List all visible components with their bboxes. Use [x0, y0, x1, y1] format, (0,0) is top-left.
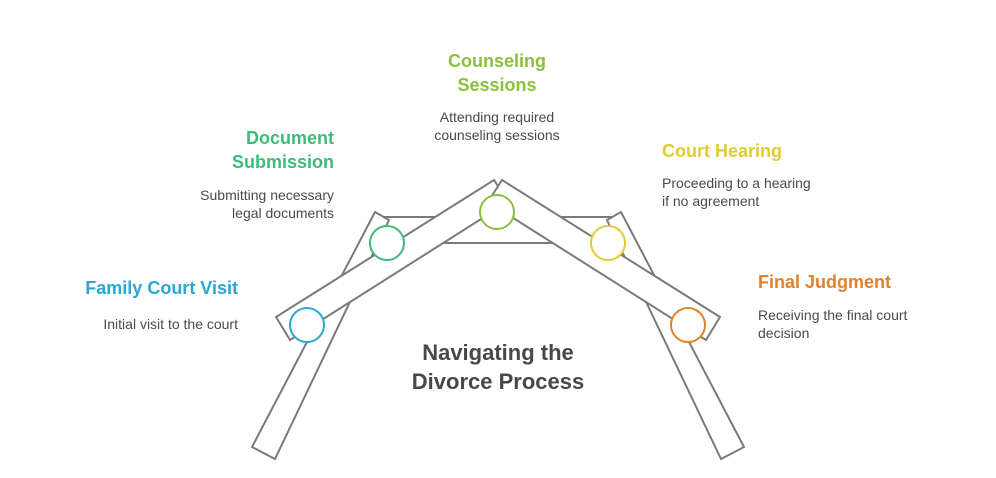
step-desc-line: decision [758, 325, 810, 341]
step-desc-counseling-sessions: Attending required counseling sessions [397, 108, 597, 144]
step-marker-counseling-sessions [479, 194, 515, 230]
step-title-line: Submission [231, 152, 334, 172]
step-title-line: Final Judgment [758, 272, 892, 292]
step-desc-line: Receiving the final court [758, 307, 908, 323]
step-title-counseling-sessions: Counseling Sessions [397, 49, 597, 97]
step-title-line: Sessions [457, 75, 537, 95]
step-marker-family-court-visit [289, 307, 325, 343]
step-title-document-submission: Document Submission [134, 126, 334, 174]
step-marker-court-hearing [590, 225, 626, 261]
step-desc-line: if no agreement [662, 193, 760, 209]
diagram-title-line: Divorce Process [411, 369, 585, 394]
step-title-line: Document [245, 128, 334, 148]
step-desc-line: Attending required [439, 109, 555, 125]
step-desc-line: Proceeding to a hearing [662, 175, 811, 191]
step-desc-line: Initial visit to the court [103, 316, 238, 332]
step-title-court-hearing: Court Hearing [662, 139, 882, 163]
step-desc-line: counseling sessions [434, 127, 560, 143]
step-marker-final-judgment [670, 307, 706, 343]
step-title-family-court-visit: Family Court Visit [38, 276, 238, 300]
step-desc-final-judgment: Receiving the final court decision [758, 306, 978, 342]
diagram-title: Navigating the Divorce Process [378, 338, 618, 396]
step-title-line: Family Court Visit [85, 278, 238, 298]
diagram-title-line: Navigating the [422, 340, 574, 365]
step-title-line: Counseling [448, 51, 546, 71]
step-desc-line: Submitting necessary [200, 187, 334, 203]
step-title-final-judgment: Final Judgment [758, 270, 978, 294]
step-title-line: Court Hearing [662, 141, 783, 161]
step-desc-court-hearing: Proceeding to a hearing if no agreement [662, 174, 882, 210]
step-marker-document-submission [369, 225, 405, 261]
step-desc-document-submission: Submitting necessary legal documents [134, 186, 334, 222]
step-desc-family-court-visit: Initial visit to the court [38, 315, 238, 333]
step-desc-line: legal documents [232, 205, 334, 221]
